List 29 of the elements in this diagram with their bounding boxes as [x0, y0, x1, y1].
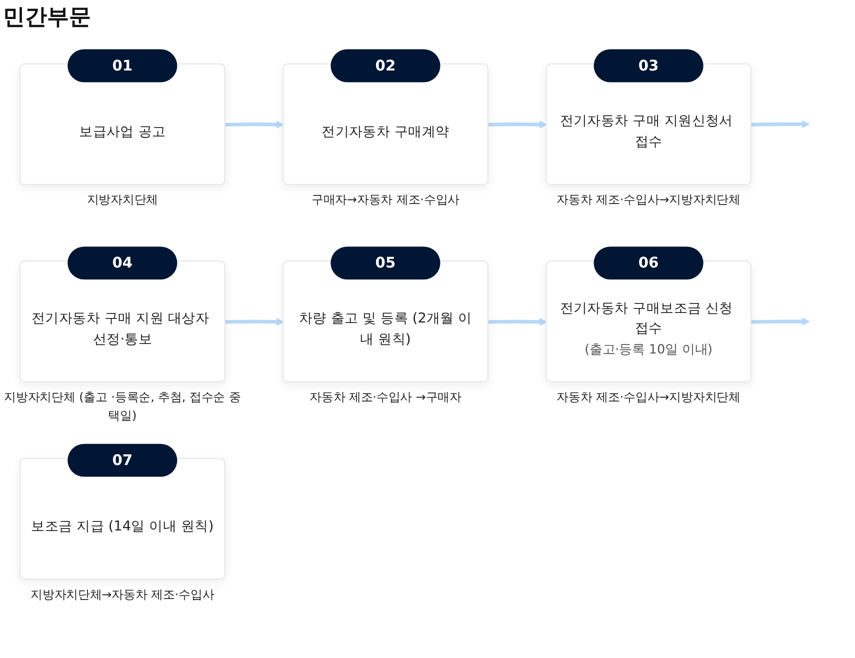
step-text: 전기자동차 구매 지원신청서 접수: [560, 112, 734, 150]
step-text: 차량 출고 및 등록 (2개월 이내 원칙): [299, 310, 472, 348]
step-caption: 지방자치단체 (출고 ·등록순, 추첨, 접수순 중 택일): [4, 390, 241, 424]
step-text: 전기자동차 구매계약: [322, 123, 450, 140]
title: 민간부문: [3, 4, 91, 32]
step-text: 전기자동차 구매 지원 대상자 선정·통보: [31, 310, 210, 348]
step-number-badge: 06: [594, 246, 704, 280]
step-number-badge: 02: [330, 49, 440, 82]
step-caption: 자동차 제조·수입사→지방자치단체: [556, 390, 740, 405]
step-note: (출고·등록 10일 이내): [584, 342, 713, 358]
arrow: [751, 120, 810, 128]
step-text: 보급사업 공고: [79, 123, 166, 140]
step-number-badge: 07: [68, 444, 178, 477]
step-number-badge: 05: [330, 246, 440, 280]
step-number-badge: 04: [68, 246, 178, 280]
arrow: [488, 318, 548, 326]
step-caption: 자동차 제조·수입사 →구매자: [310, 390, 462, 405]
step-caption: 자동차 제조·수입사→지방자치단체: [556, 194, 740, 208]
arrow: [225, 120, 284, 129]
step-number-badge: 03: [594, 49, 704, 82]
step-caption: 지방자치단체: [86, 194, 158, 208]
arrow: [488, 120, 548, 129]
step-text: 보조금 지급 (14일 이내 원칙): [31, 518, 214, 534]
step-caption: 구매자→자동차 제조·수입사: [311, 194, 460, 208]
arrow: [751, 318, 810, 326]
step-number-badge: 01: [68, 49, 178, 82]
step-text: 전기자동차 구매보조금 신청 접수: [560, 300, 734, 337]
step-caption: 지방자치단체→자동차 제조·수입사: [30, 588, 214, 602]
arrow: [225, 318, 284, 326]
